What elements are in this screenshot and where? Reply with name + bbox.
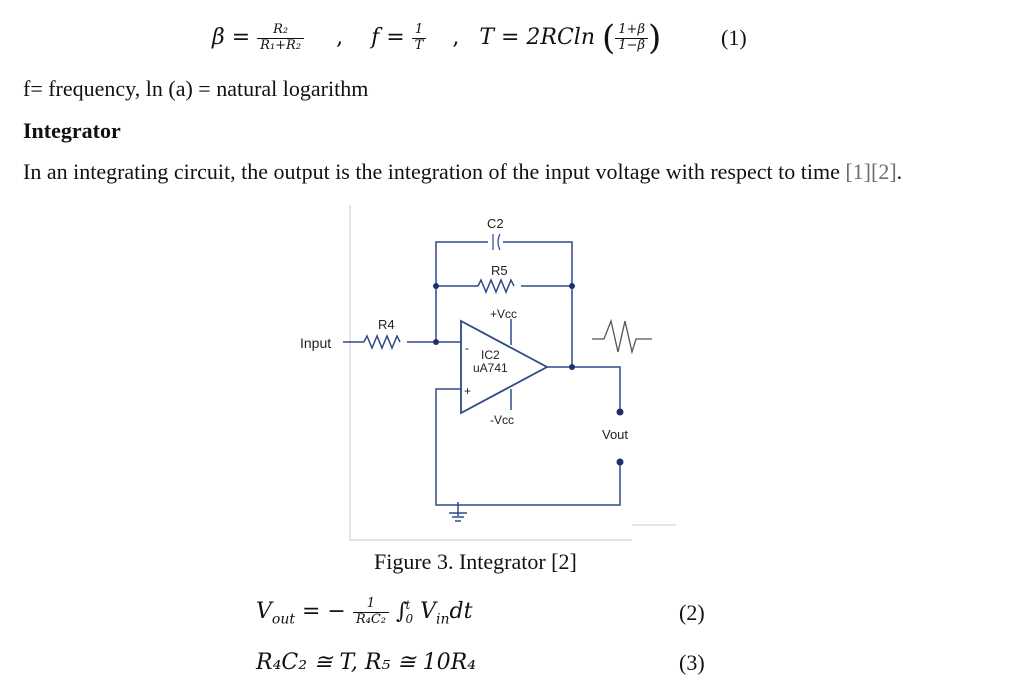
label-c2: C2 [487,216,504,231]
r5-resistor-zigzag [477,278,515,294]
label-ic-part: uA741 [473,361,508,375]
label-r5: R5 [491,263,508,278]
wire-c2-left [435,241,488,342]
beta-denominator: R₁+R₂ [260,37,302,53]
wire-ground-loop [435,388,621,506]
vout-terminal-top [616,408,624,416]
paragraph-text: In an integrating circuit, the output is… [23,159,846,184]
T-lhs: T = 2RCln [479,25,596,50]
label-vout: Vout [602,427,628,442]
wire-output [547,366,621,412]
equation-3-number: (3) [679,650,705,675]
label-ic-name: IC2 [481,348,500,362]
junction-dot-input [433,339,439,345]
figure-frame-left [349,205,632,541]
label-opamp-plus: + [464,384,471,398]
beta-numerator: R₂ [257,22,305,39]
f-lhs: f = [371,25,405,50]
equation-1-number: (1) [721,25,747,50]
r4-resistor-zigzag [363,334,401,350]
T-fraction: 1+β 1−β [615,22,648,53]
eq2-int-lower: 0 [405,612,414,626]
T-denominator: 1−β [618,37,645,53]
definitions-text: f= frequency, ln (a) = natural logarithm [23,76,369,101]
eq2-lhs: V [256,599,272,624]
eq2-fraction: 1 R₄C₂ [352,596,390,627]
T-numerator: 1+β [615,22,648,39]
f-denominator: T [414,37,424,53]
paragraph: In an integrating circuit, the output is… [23,159,902,185]
junction-dot-output [569,364,575,370]
junction-dot-r5-left [433,283,439,289]
beta-fraction: R₂ R₁+R₂ [257,22,305,53]
label-vcc-pos: +Vcc [490,307,517,321]
eq2-denominator: R₄C₂ [355,611,387,627]
junction-dot-r5-right [569,283,575,289]
label-r4: R4 [378,317,395,332]
f-fraction: 1 T [411,22,427,53]
wire-c2-right [503,241,573,367]
beta-lhs: β = [212,25,251,50]
equation-1: β = R₂ R₁+R₂ , f = 1 T , T = 2RCln ( 1+β… [212,18,662,58]
label-opamp-minus: - [465,341,469,355]
eq2-equals: = − [301,599,346,624]
eq2-integrand: V [420,599,437,624]
eq2-int-upper: t [405,597,411,612]
output-waveform-icon [592,318,652,355]
section-heading: Integrator [23,118,121,143]
equation-2-number: (2) [679,600,705,625]
citation-link[interactable]: [1][2] [845,159,897,184]
figure-caption: Figure 3. Integrator [2] [374,549,577,574]
eq2-dt: dt [449,599,473,624]
label-vcc-neg: -Vcc [490,413,514,427]
opamp-symbol [460,319,549,415]
vout-terminal-bottom [616,458,624,466]
f-numerator: 1 [411,22,427,39]
eq2-lhs-sub: out [271,611,295,628]
separator-2: , [452,25,460,50]
separator-1: , [336,25,344,50]
label-input: Input [300,335,331,351]
equation-3: R₄C₂ ≅ T, R₅ ≅ 10R₄ [256,650,477,675]
eq2-integral: ∫ [396,599,408,624]
eq2-numerator: 1 [352,596,390,613]
eq2-integrand-sub: in [436,611,450,628]
c2-plate-right [497,233,501,251]
paragraph-end: . [896,159,903,184]
